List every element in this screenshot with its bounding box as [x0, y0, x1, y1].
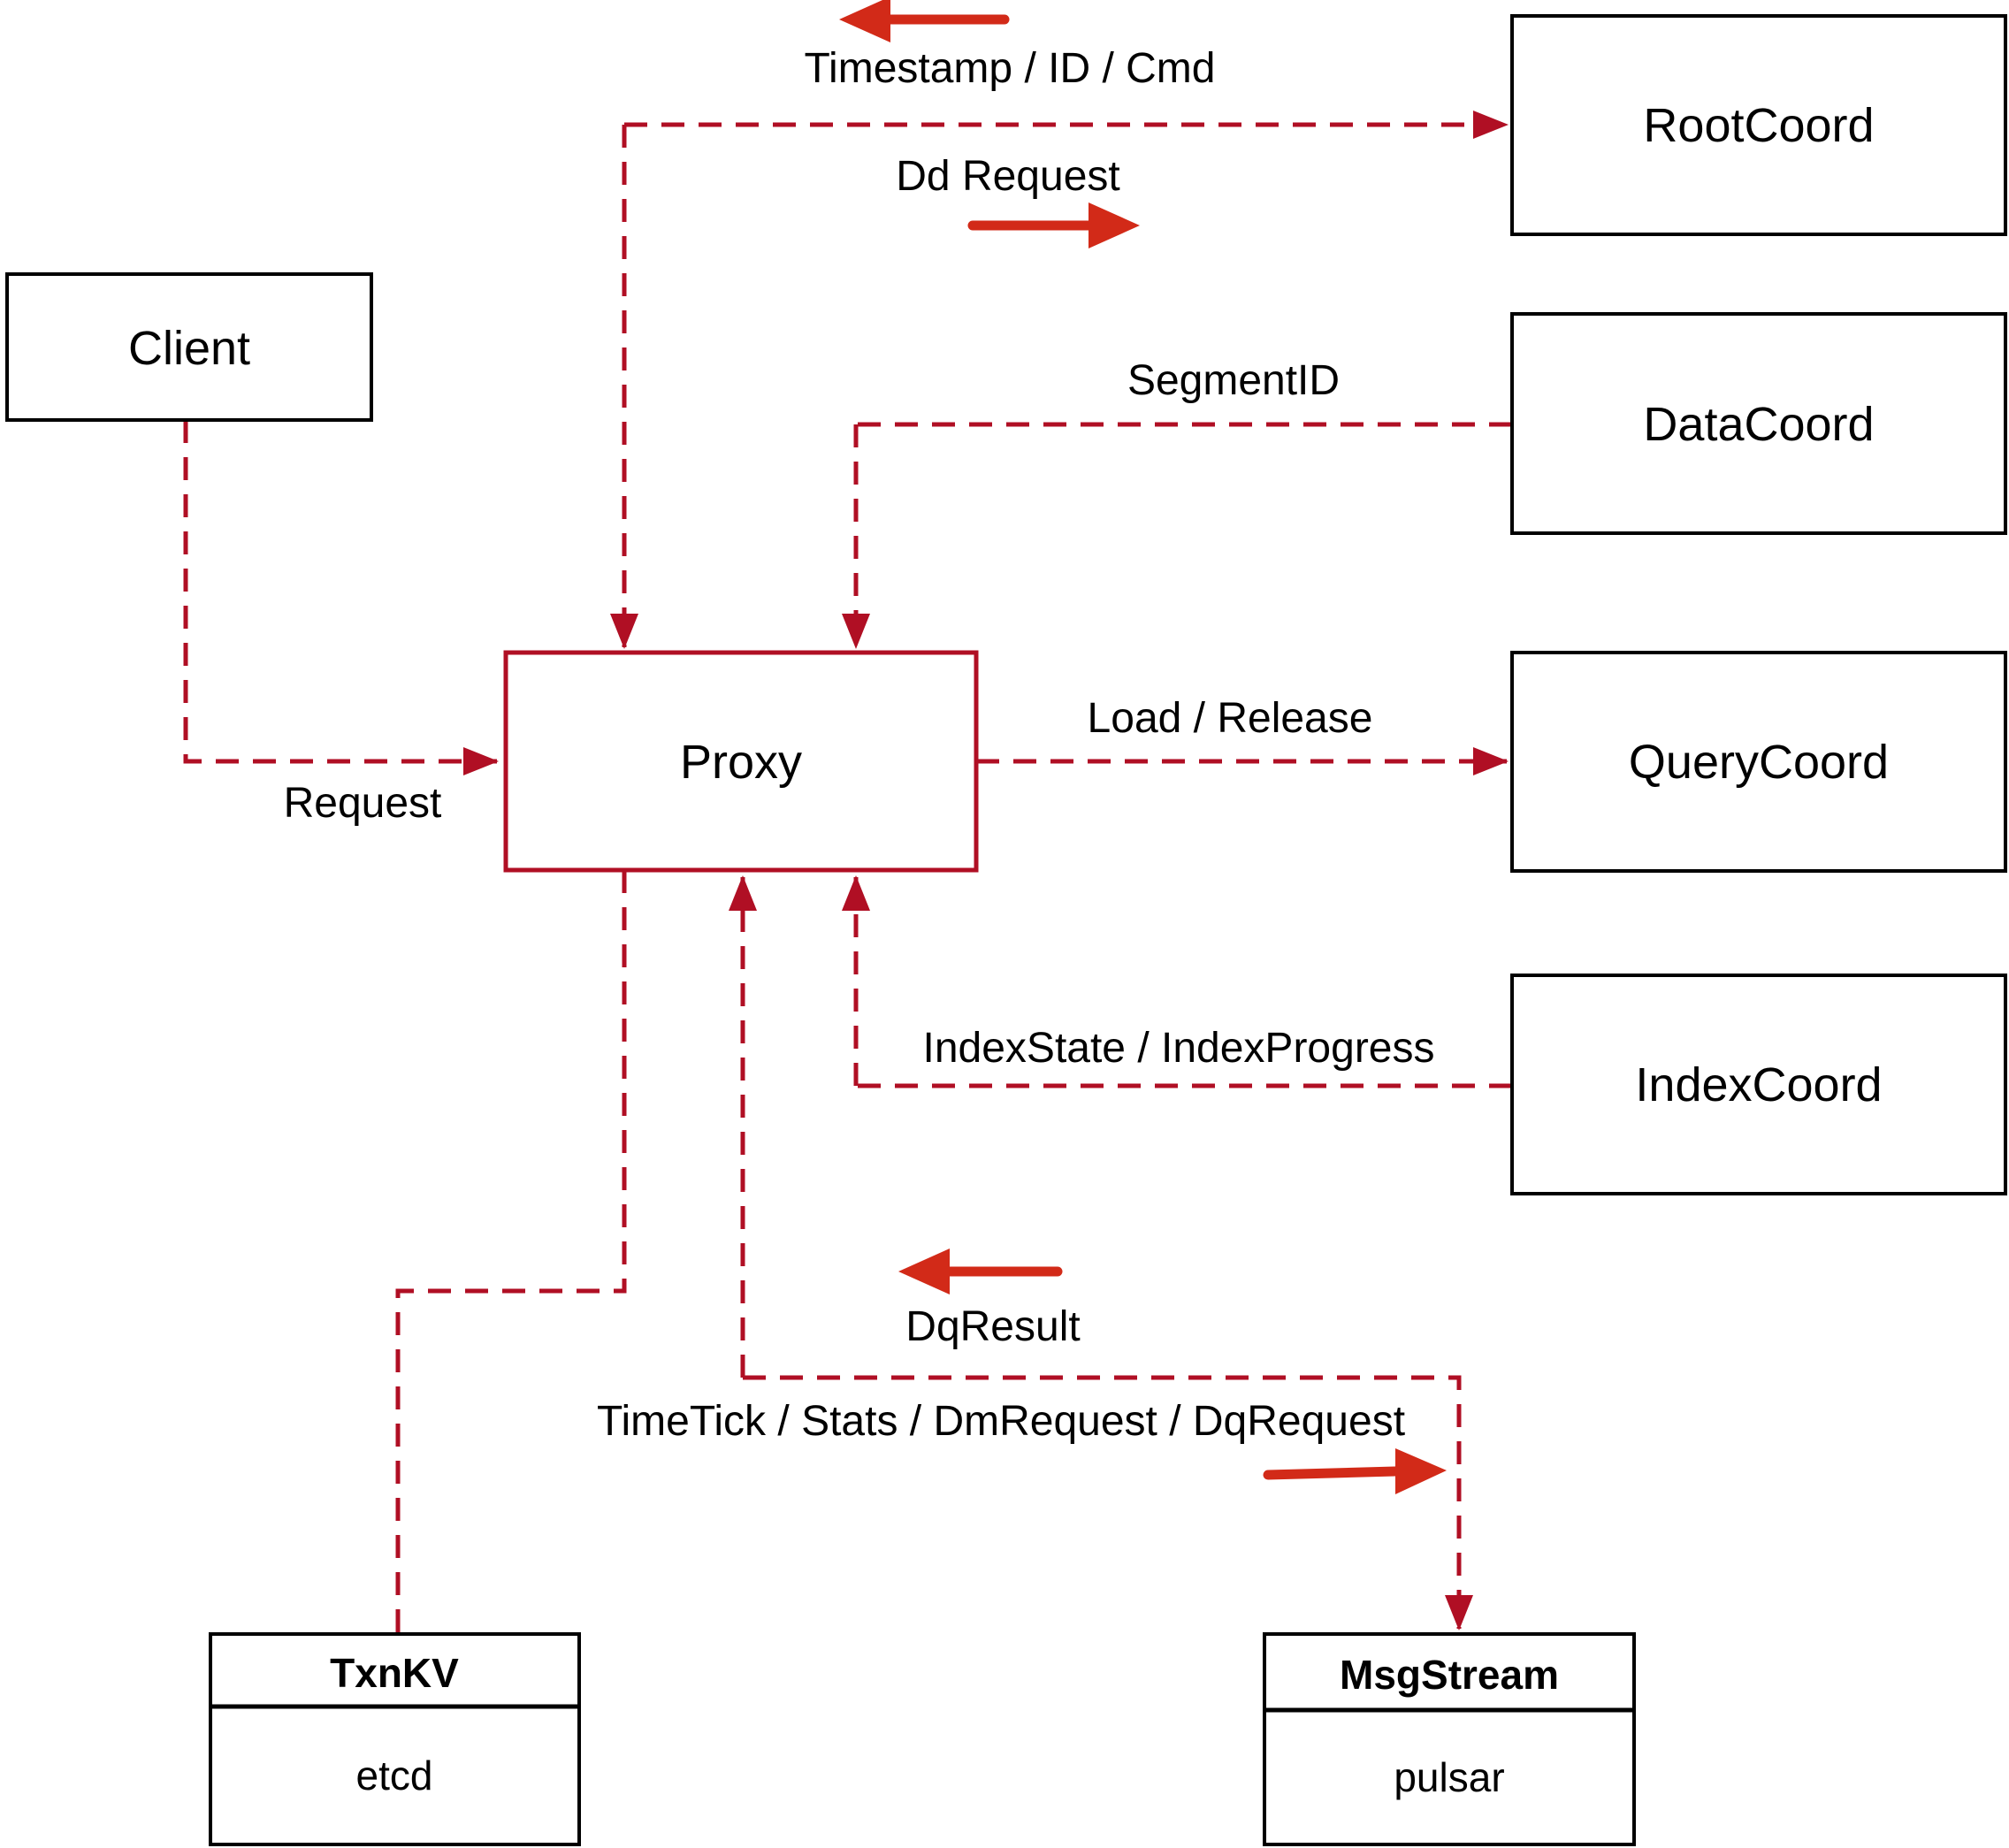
label-time-tick: TimeTick / Stats / DmRequest / DqRequest [597, 1398, 1405, 1445]
node-txnkv: TxnKV etcd [209, 1632, 581, 1846]
querycoord-label: QueryCoord [1629, 736, 1889, 789]
datacoord-label: DataCoord [1643, 398, 1874, 451]
connector-proxy-to-msgstream [743, 1375, 1473, 1630]
label-dq-result: DqResult [905, 1303, 1080, 1350]
node-querycoord: QueryCoord [1510, 651, 2007, 873]
msgstream-box [1263, 1632, 1636, 1846]
proxy-label: Proxy [680, 736, 802, 789]
label-dd-request: Dd Request [896, 153, 1119, 200]
connector-proxy-to-txnkv [395, 870, 627, 1632]
rootcoord-box [1510, 14, 2007, 236]
txnkv-title: TxnKV [330, 1650, 459, 1696]
proxy-box [503, 650, 979, 873]
node-indexcoord: IndexCoord [1510, 974, 2007, 1195]
label-timestamp-id-cmd: Timestamp / ID / Cmd [805, 45, 1216, 92]
node-client: Client [5, 272, 373, 422]
right-arrow-icon [967, 202, 1140, 248]
connector-client-to-proxy [183, 420, 499, 775]
client-box [5, 272, 373, 422]
datacoord-box [1510, 312, 2007, 535]
right-arrow-head [1089, 202, 1140, 248]
left-arrow-head [839, 0, 890, 42]
node-proxy: Proxy [503, 650, 979, 873]
left-arrow-icon [839, 0, 1010, 42]
label-index-state: IndexState / IndexProgress [923, 1025, 1435, 1072]
txnkv-box [209, 1632, 581, 1846]
txnkv-subtitle: etcd [356, 1753, 433, 1798]
rootcoord-label: RootCoord [1643, 99, 1874, 152]
node-msgstream: MsgStream pulsar [1263, 1632, 1636, 1846]
indexcoord-label: IndexCoord [1635, 1058, 1882, 1111]
timetick-arrow-head [1395, 1448, 1447, 1494]
timetick-arrow-shaft [1263, 1466, 1401, 1480]
client-label: Client [128, 322, 250, 375]
node-datacoord: DataCoord [1510, 312, 2007, 535]
node-rootcoord: RootCoord [1510, 14, 2007, 236]
timetick-right-arrow-icon [1263, 1448, 1447, 1494]
label-load-release: Load / Release [1088, 695, 1373, 742]
msgstream-title: MsgStream [1340, 1652, 1559, 1698]
label-segment-id: SegmentID [1127, 357, 1340, 404]
edge-labels: Timestamp / ID / Cmd Dd Request SegmentI… [284, 45, 1435, 1445]
dqresult-arrow-head [898, 1249, 950, 1294]
indexcoord-box [1510, 974, 2007, 1195]
dqresult-left-arrow-icon [898, 1249, 1063, 1294]
msgstream-subtitle: pulsar [1394, 1754, 1504, 1800]
label-request: Request [284, 780, 442, 827]
direction-annotations [839, 0, 1447, 1494]
connectors [183, 111, 1512, 1632]
querycoord-box [1510, 651, 2007, 873]
